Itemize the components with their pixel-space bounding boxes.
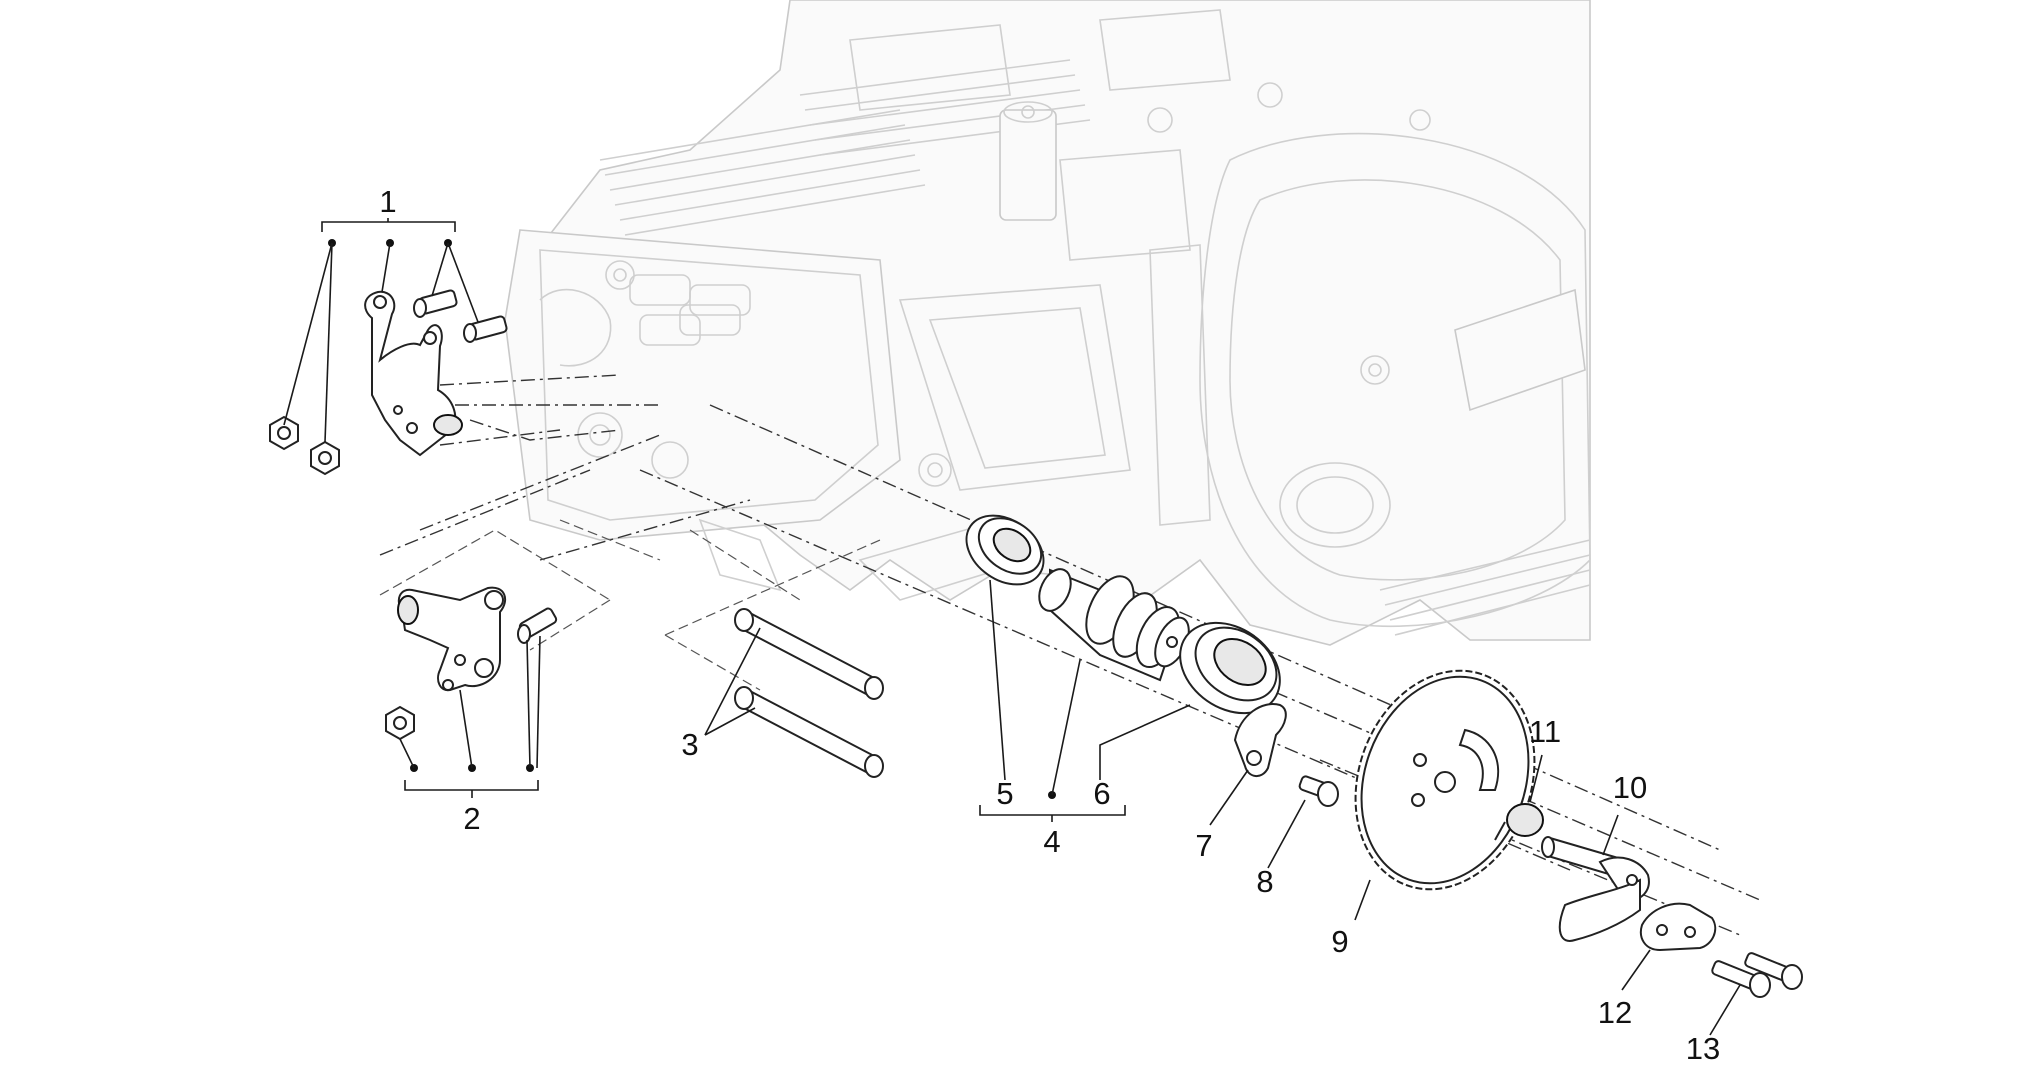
callout-10: 10 — [1613, 770, 1647, 805]
timing-sprocket — [1354, 669, 1536, 891]
bearing-small — [965, 514, 1045, 586]
leader-lines — [283, 218, 1741, 1036]
callout-11: 11 — [1529, 714, 1561, 749]
bearing-large — [1179, 621, 1281, 715]
decompressor-lever — [1541, 836, 1650, 942]
callout-6: 6 — [1093, 776, 1110, 811]
callout-labels: 1 2 3 4 5 6 7 8 9 10 11 12 13 — [379, 184, 1720, 1065]
decompressor-weight — [1233, 703, 1287, 777]
callout-9: 9 — [1331, 924, 1348, 959]
callout-8: 8 — [1256, 864, 1273, 899]
engine-block-outline — [504, 0, 1591, 646]
callout-13: 13 — [1686, 1031, 1720, 1065]
camshaft — [1038, 568, 1190, 682]
cap-screws — [1711, 952, 1803, 998]
rocker-arm-intake — [269, 289, 508, 476]
return-spring — [1494, 803, 1544, 841]
rocker-arm-exhaust — [385, 586, 558, 741]
rocker-shafts — [734, 608, 884, 778]
pin — [1298, 775, 1339, 807]
callout-12: 12 — [1598, 995, 1632, 1030]
callout-5: 5 — [996, 776, 1013, 811]
callout-3: 3 — [681, 727, 698, 762]
callout-7: 7 — [1195, 828, 1212, 863]
retaining-plate — [1640, 902, 1717, 952]
callout-1: 1 — [379, 184, 396, 219]
callout-2: 2 — [463, 801, 480, 836]
callout-4: 4 — [1043, 824, 1060, 859]
